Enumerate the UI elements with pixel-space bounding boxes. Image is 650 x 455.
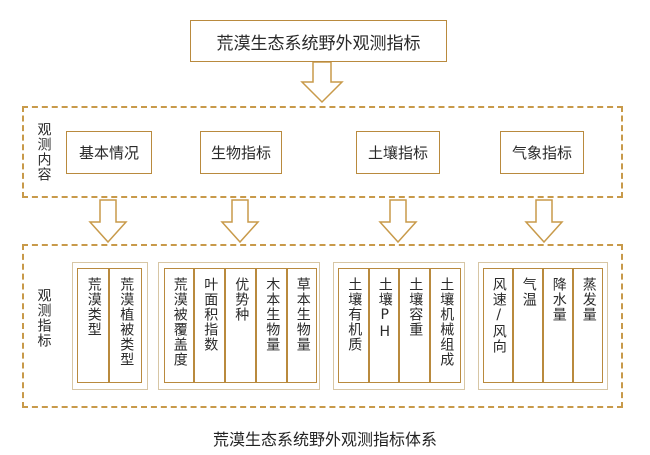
indicator-label-text: 土壤容重 <box>407 277 424 337</box>
indicator-container <box>22 244 623 408</box>
indicator-soil-texture: 土壤机械组成 <box>430 268 461 383</box>
top-title-box: 荒漠生态系统野外观测指标 <box>190 20 447 62</box>
category-soil-label: 土壤指标 <box>367 144 428 162</box>
indicator-herb-biomass: 草本生物量 <box>287 268 317 383</box>
arrow-down-weather <box>524 199 564 244</box>
indicator-label-text: 降水量 <box>550 277 567 322</box>
indicator-label-text: 草本生物量 <box>294 277 311 352</box>
indicator-bulk-density: 土壤容重 <box>399 268 430 383</box>
indicator-coverage: 荒漠被覆盖度 <box>164 268 194 383</box>
content-container <box>22 106 623 198</box>
indicator-wind: 风速/风向 <box>483 268 513 383</box>
indicator-leaf-area: 叶面积指数 <box>194 268 225 383</box>
indicator-label-text: 风速/风向 <box>490 277 507 354</box>
category-weather-label: 气象指标 <box>511 144 572 162</box>
indicator-label-text: 土壤有机质 <box>346 277 363 352</box>
indicator-label-text: 蒸发量 <box>580 277 597 322</box>
indicator-label-text: 荒漠植被类型 <box>118 277 135 367</box>
indicator-woody-biomass: 木本生物量 <box>256 268 287 383</box>
indicator-label: 观测指标 <box>35 288 52 348</box>
indicator-label-text: 土壤PH <box>376 277 393 341</box>
indicator-soil-ph: 土壤PH <box>369 268 399 383</box>
category-bio: 生物指标 <box>200 131 282 174</box>
indicator-label-text: 荒漠被覆盖度 <box>171 277 188 367</box>
category-weather: 气象指标 <box>500 131 584 174</box>
indicator-group-bio <box>158 262 320 390</box>
indicator-desert-type: 荒漠类型 <box>77 268 109 383</box>
indicator-group-basic <box>72 262 148 390</box>
arrow-down-soil <box>378 199 418 244</box>
top-title: 荒漠生态系统野外观测指标 <box>216 33 421 54</box>
indicator-evaporation: 蒸发量 <box>573 268 603 383</box>
indicator-soil-organic: 土壤有机质 <box>338 268 369 383</box>
indicator-label-text: 木本生物量 <box>264 277 281 352</box>
arrow-down-main <box>300 61 344 104</box>
indicator-label-text: 叶面积指数 <box>202 277 219 352</box>
category-basic-label: 基本情况 <box>78 144 139 162</box>
indicator-vegetation-type: 荒漠植被类型 <box>109 268 142 383</box>
indicator-label-text: 荒漠类型 <box>85 277 102 337</box>
category-basic: 基本情况 <box>66 131 152 174</box>
indicator-precipitation: 降水量 <box>543 268 573 383</box>
content-label: 观测内容 <box>35 122 52 182</box>
indicator-air-temp: 气温 <box>513 268 543 383</box>
indicator-label-text: 优势种 <box>233 277 250 322</box>
indicator-label-text: 土壤机械组成 <box>438 277 455 367</box>
indicator-group-soil <box>333 262 465 390</box>
arrow-down-bio <box>220 199 260 244</box>
indicator-dominant-species: 优势种 <box>225 268 256 383</box>
figure-caption: 荒漠生态系统野外观测指标体系 <box>212 430 437 449</box>
indicator-group-weather <box>478 262 608 390</box>
category-bio-label: 生物指标 <box>210 144 271 162</box>
category-soil: 土壤指标 <box>356 131 440 174</box>
arrow-down-basic <box>88 199 128 244</box>
indicator-label-text: 气温 <box>520 277 537 307</box>
